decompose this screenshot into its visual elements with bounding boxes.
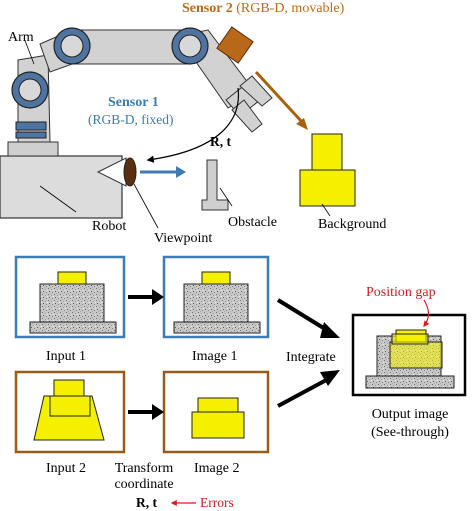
background-label: Background: [318, 217, 386, 232]
image2-frame: [162, 370, 270, 454]
transform-rt-label: R, t: [210, 134, 231, 149]
position-gap-label: Position gap: [366, 285, 436, 300]
background-object-bottom: [299, 169, 356, 207]
input1-frame: [14, 255, 126, 339]
arm-label: Arm: [8, 30, 34, 45]
position-gap-arrow: [423, 299, 430, 327]
arm-base-plate: [7, 141, 59, 157]
output-frame: [351, 313, 467, 397]
errors-rt-label: R, t: [136, 495, 157, 510]
input1-label: Input 1: [46, 349, 86, 364]
image1-label: Image 1: [192, 349, 237, 364]
input2-frame: [14, 370, 126, 454]
image1-frame: [162, 255, 270, 339]
gripper: [225, 75, 273, 133]
arm-joints: [11, 27, 209, 139]
output-label-line1: Output image: [372, 407, 449, 422]
sensor2-label: Sensor 2 (RGB-D, movable): [182, 1, 345, 16]
integrate-label: Integrate: [286, 350, 336, 365]
arrow-image2-output: [277, 376, 331, 408]
obstacle-label: Obstacle: [228, 215, 277, 230]
transform-label-line2: coordinate: [114, 477, 173, 492]
input2-label: Input 2: [46, 461, 86, 476]
sensor2-view-arrow: [254, 70, 304, 124]
transform-label-line1: Transform: [115, 461, 174, 476]
robot-scene: Arm Sensor 2 (RGB-D, movable) Sensor 1 (…: [0, 1, 386, 246]
image2-label: Image 2: [194, 461, 239, 476]
sensor1-detail-label: (RGB-D, fixed): [88, 112, 173, 127]
viewpoint-label: Viewpoint: [154, 231, 212, 246]
obstacle-shape: [201, 159, 229, 211]
arrow-image1-output: [276, 298, 332, 334]
background-object-top: [311, 133, 343, 171]
sensor1-device: [123, 157, 137, 187]
robot-label: Robot: [92, 219, 126, 234]
errors-label: Errors: [200, 495, 234, 510]
sensor2-device: [216, 26, 254, 64]
output-label-line2: (See-through): [371, 425, 449, 440]
pipeline: Input 1 Image 1 Input 2 Image 2 Transfor…: [14, 255, 467, 510]
sensor1-label: Sensor 1: [108, 95, 159, 110]
robot-base: [0, 155, 123, 219]
transform-arrow: [146, 87, 240, 163]
